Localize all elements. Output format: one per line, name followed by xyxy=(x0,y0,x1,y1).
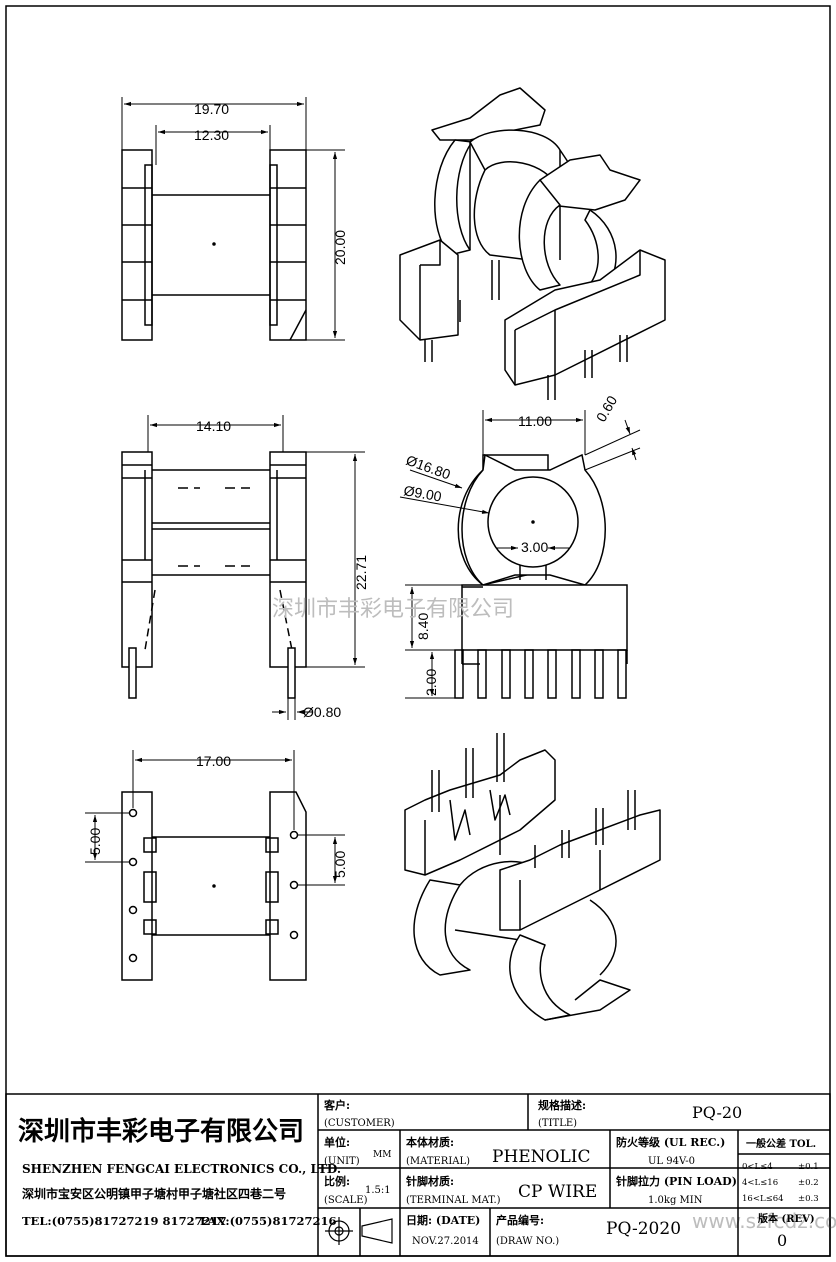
front-view xyxy=(121,415,365,720)
tol-value-1: ±0.1 xyxy=(798,1162,819,1172)
date-value: NOV.27.2014 xyxy=(412,1236,479,1247)
tol-label: 一般公差 TOL. xyxy=(746,1137,816,1150)
terminal-label-en: (TERMINAL MAT.) xyxy=(406,1195,501,1206)
unit-label: 单位: xyxy=(324,1135,350,1149)
ul-label: 防火等级 (UL REC.) xyxy=(616,1135,725,1149)
pin-load-value: 1.0kg MIN xyxy=(648,1195,703,1206)
title-value: PQ-20 xyxy=(692,1103,742,1122)
top-view xyxy=(121,97,345,341)
company-name-cn: 深圳市丰彩电子有限公司 xyxy=(18,1116,304,1147)
projection-symbol xyxy=(325,1217,393,1245)
rev-label: 版本 (REV) xyxy=(758,1212,815,1225)
bottom-view xyxy=(85,750,345,981)
drawno-label-en: (DRAW NO.) xyxy=(496,1236,559,1247)
tol-range-1: 0<L≤4 xyxy=(742,1162,773,1172)
side-view xyxy=(399,410,641,699)
iso-view-top xyxy=(399,87,666,400)
ul-value: UL 94V-0 xyxy=(648,1156,695,1167)
tol-range-2: 4<L≤16 xyxy=(742,1178,778,1188)
company-name-en: SHENZHEN FENGCAI ELECTRONICS CO., LTD. xyxy=(22,1162,341,1176)
unit-value: MM xyxy=(373,1150,391,1160)
watermark-corner: www.szfcdz.com xyxy=(692,1209,836,1233)
dim-top-height: 20.00 xyxy=(332,230,348,265)
tol-range-3: 16<L≤64 xyxy=(742,1194,784,1204)
dim-outer-diameter: Ø16.80 xyxy=(404,452,453,483)
dim-bottom-width: 17.00 xyxy=(196,753,231,769)
dim-pitch-right: 5.00 xyxy=(332,851,348,878)
side-view-pins xyxy=(454,649,627,699)
company-fax: FAX:(0755)81727216 xyxy=(200,1214,336,1228)
company-address: 深圳市宝安区公明镇甲子塘村甲子塘社区四巷二号 xyxy=(22,1186,286,1201)
title-label: 规格描述: xyxy=(538,1098,586,1112)
company-tel: TEL:(0755)81727219 81727217 xyxy=(22,1214,227,1228)
iso-view-bottom xyxy=(404,733,661,1021)
scale-label: 比例: xyxy=(324,1174,350,1188)
unit-label-en: (UNIT) xyxy=(324,1156,360,1167)
dim-top-width-inner: 12.30 xyxy=(194,127,229,143)
pin-load-label: 针脚拉力 (PIN LOAD) xyxy=(616,1174,737,1188)
title-label-en: (TITLE) xyxy=(538,1118,577,1129)
tol-value-2: ±0.2 xyxy=(798,1178,819,1188)
drawno-label: 产品编号: xyxy=(496,1213,544,1227)
rev-value: 0 xyxy=(777,1231,787,1250)
drawno-value: PQ-2020 xyxy=(606,1219,681,1239)
dim-side-width: 11.00 xyxy=(518,413,552,429)
dim-inner-diameter: Ø9.00 xyxy=(402,482,443,504)
date-label: 日期: (DATE) xyxy=(406,1213,480,1227)
dim-pin-diameter: Ø0.80 xyxy=(303,704,341,720)
material-label-en: (MATERIAL) xyxy=(406,1156,470,1167)
dim-slot-width: 3.00 xyxy=(521,539,548,555)
customer-label-en: (CUSTOMER) xyxy=(324,1118,395,1129)
dim-top-width-outer: 19.70 xyxy=(194,101,229,117)
dim-front-width: 14.10 xyxy=(196,418,231,434)
dim-base-height: 8.40 xyxy=(415,613,431,640)
title-block-grid xyxy=(5,1093,831,1257)
watermark-center: 深圳市丰彩电子有限公司 xyxy=(272,597,514,622)
scale-label-en: (SCALE) xyxy=(324,1195,368,1206)
dim-pitch-left: 5.00 xyxy=(87,828,103,855)
material-value: PHENOLIC xyxy=(492,1147,591,1167)
dim-front-height: 22.71 xyxy=(353,555,369,590)
terminal-label: 针脚材质: xyxy=(406,1174,454,1188)
dim-side-thickness: 0.60 xyxy=(593,393,621,425)
tol-value-3: ±0.3 xyxy=(798,1194,819,1204)
customer-label: 客户: xyxy=(323,1098,350,1112)
material-label: 本体材质: xyxy=(406,1135,454,1149)
scale-value: 1.5:1 xyxy=(365,1185,391,1196)
terminal-value: CP WIRE xyxy=(518,1182,597,1202)
dim-pin-length: 2.00 xyxy=(423,669,439,696)
